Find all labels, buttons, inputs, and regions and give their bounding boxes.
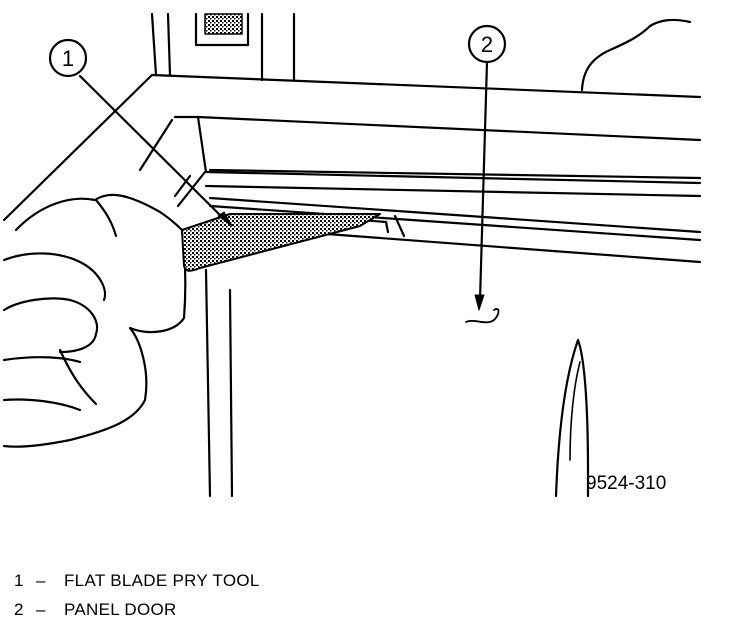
legend-label: FLAT BLADE PRY TOOL [64, 571, 260, 590]
legend-separator: – [36, 571, 46, 590]
legend-item: 2–PANEL DOOR [14, 595, 260, 624]
legend-label: PANEL DOOR [64, 600, 177, 619]
callout-2-number: 2 [481, 32, 493, 57]
callout-1-leader [78, 74, 227, 222]
legend: 1–FLAT BLADE PRY TOOL 2–PANEL DOOR [14, 566, 260, 624]
callout-1-number: 1 [62, 46, 74, 71]
flat-blade-pry-tool [181, 213, 381, 272]
figure-id: 9524-310 [586, 473, 666, 494]
panel-door-outline [173, 170, 702, 498]
legend-number: 2 [14, 600, 24, 619]
legend-item: 1–FLAT BLADE PRY TOOL [14, 566, 260, 595]
hand-outline [2, 193, 187, 448]
legend-number: 1 [14, 571, 24, 590]
callout-2-circle [467, 24, 507, 64]
background-window-frame [150, 12, 296, 82]
foreground-object-outline [554, 338, 590, 498]
callout-1-circle [48, 38, 88, 78]
background-object-outline [580, 18, 692, 92]
callout-2-leader [478, 60, 489, 302]
legend-separator: – [36, 600, 46, 619]
upper-trim-molding [2, 73, 702, 222]
